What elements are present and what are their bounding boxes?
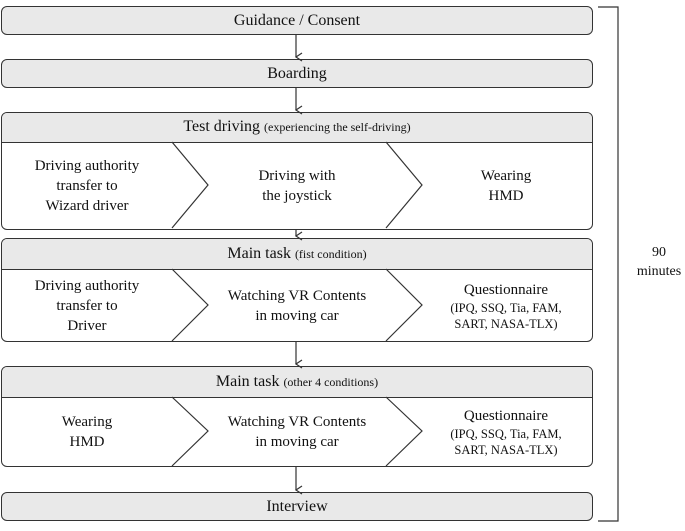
main-task-other-title: Main task <box>215 373 280 390</box>
main-task-first-questionnaire-title: Questionnaire <box>463 281 549 298</box>
step-guidance-label: Guidance / Consent <box>233 11 361 29</box>
main-task-first-subtitle: (fist condition) <box>294 247 367 261</box>
main-task-first-title: Main task <box>227 245 291 262</box>
step-interview: Interview <box>1 492 593 521</box>
test-driving-cell-authority: Driving authority transfer to Wizard dri… <box>34 158 140 214</box>
duration-brace <box>598 6 619 522</box>
test-driving-title: Test driving <box>183 118 261 135</box>
step-guidance-consent: Guidance / Consent <box>1 6 593 35</box>
step-test-driving: Test driving (experiencing the self-driv… <box>1 112 593 230</box>
main-task-other-questionnaire-title: Questionnaire <box>463 408 549 424</box>
main-task-other-header: Main task (other 4 conditions) <box>2 367 592 398</box>
main-task-first-header: Main task (fist condition) <box>2 239 592 270</box>
step-main-task-first: Main task (fist condition) Driving autho… <box>1 238 593 342</box>
main-task-first-cell-questionnaire: Questionnaire (IPQ, SSQ, Tia, FAM, SART,… <box>420 270 592 341</box>
test-driving-header: Test driving (experiencing the self-driv… <box>2 113 592 143</box>
step-boarding-label: Boarding <box>267 64 327 82</box>
main-task-other-cell-hmd: Wearing HMD <box>61 414 113 450</box>
main-task-other-subtitle: (other 4 conditions) <box>283 375 379 389</box>
test-driving-cell-joystick: Driving with the joystick <box>258 168 336 204</box>
step-boarding: Boarding <box>1 59 593 88</box>
main-task-other-cell-questionnaire: Questionnaire (IPQ, SSQ, Tia, FAM, SART,… <box>420 398 592 466</box>
duration-label: 90 minutes <box>636 245 682 279</box>
main-task-other-cell-vr: Watching VR Contents in moving car <box>227 414 367 450</box>
main-task-first-cell-vr: Watching VR Contents in moving car <box>227 287 367 324</box>
test-driving-subtitle: (experiencing the self-driving) <box>264 120 411 134</box>
main-task-other-questionnaire-items: (IPQ, SSQ, Tia, FAM, SART, NASA-TLX) <box>450 427 562 457</box>
step-main-task-other: Main task (other 4 conditions) Wearing H… <box>1 366 593 467</box>
main-task-first-cell-authority: Driving authority transfer to Driver <box>34 277 140 334</box>
main-task-first-questionnaire-items: (IPQ, SSQ, Tia, FAM, SART, NASA-TLX) <box>450 300 562 331</box>
step-interview-label: Interview <box>266 497 328 515</box>
test-driving-cell-hmd: Wearing HMD <box>480 168 532 204</box>
